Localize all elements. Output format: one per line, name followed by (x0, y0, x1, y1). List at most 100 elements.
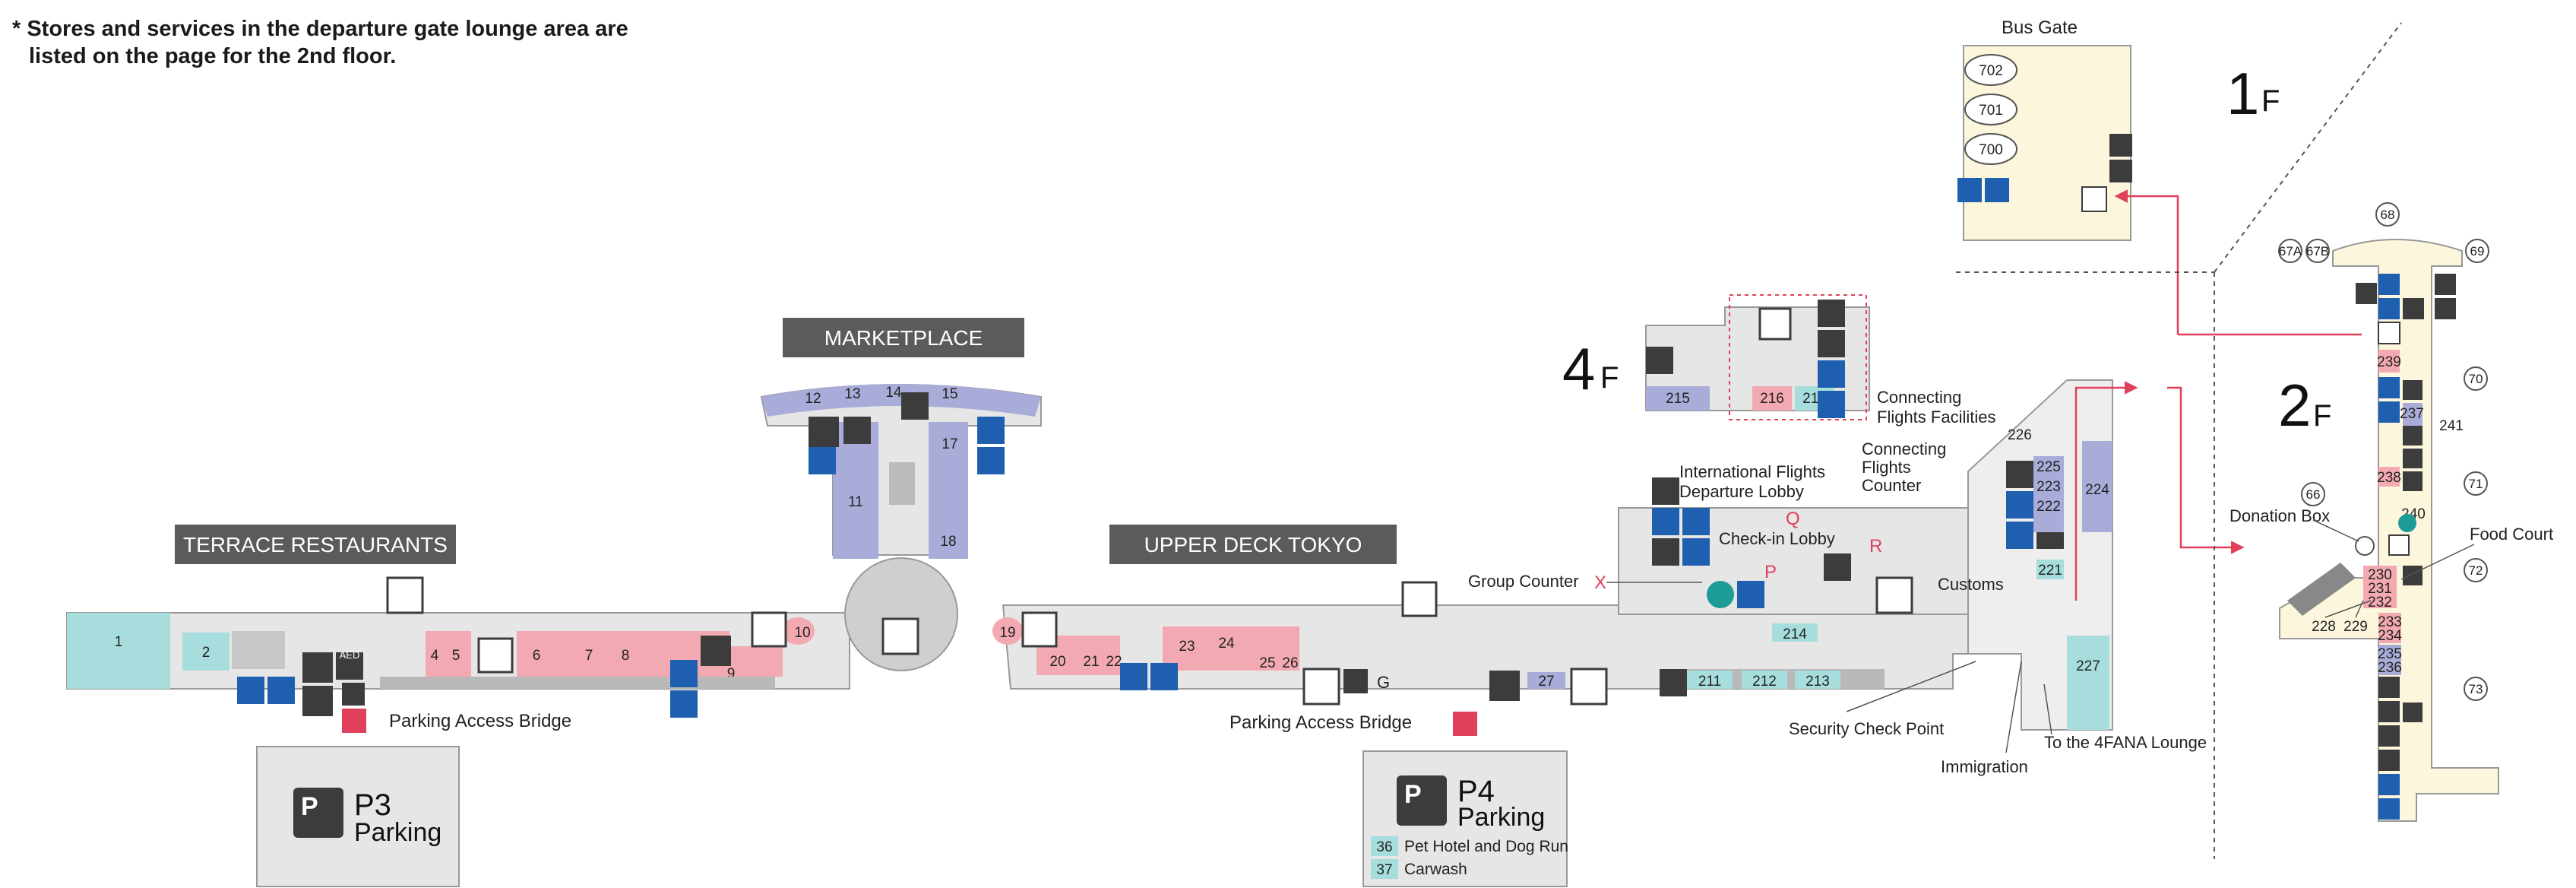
restroom-icon-market (809, 447, 836, 474)
locker-icon (1343, 669, 1368, 693)
intl-departure-label-1: International Flights (1679, 462, 1825, 481)
restroom-icon-lobby-2 (1682, 508, 1710, 535)
p3-word: Parking (354, 818, 441, 847)
shop-10-block (781, 617, 815, 645)
service-37-num: 37 (1376, 862, 1392, 878)
shop-13: 13 (844, 386, 860, 402)
wheelchair-icon-3 (1120, 663, 1147, 690)
intl-departure-label-2: Departure Lobby (1679, 482, 1804, 501)
mark-q: Q (1786, 509, 1800, 529)
aed-icon-1f (2109, 134, 2132, 157)
shop-27-block (1527, 672, 1565, 689)
shop-10: 10 (794, 625, 810, 641)
shop-226: 226 (2008, 427, 2032, 443)
restroom-icon-2f (2378, 274, 2400, 295)
shop-1: 1 (115, 634, 123, 650)
gate-701: 701 (1979, 103, 2003, 119)
shop-1-block (67, 613, 170, 689)
mark-r: R (1869, 536, 1882, 557)
gate-72-badge (2464, 558, 2488, 582)
aed-icon-2f-2 (2403, 566, 2423, 585)
shop-223: 223 (2036, 479, 2061, 495)
gate-700: 700 (1979, 142, 2003, 158)
hall-stores: 225 223 222 221 226 224 227 (2008, 381, 2245, 730)
shop-23: 23 (1179, 639, 1195, 655)
connection-arrow-2 (2167, 386, 2245, 554)
shop-22: 22 (1106, 654, 1122, 670)
gate-71: 71 (2469, 477, 2483, 491)
elevator-icon-9 (1875, 576, 1913, 614)
fana-leader (2043, 683, 2052, 735)
gate-69: 69 (2470, 244, 2485, 258)
escalator-marketplace (889, 462, 915, 505)
shop-25: 25 (1259, 655, 1275, 671)
wheelchair-icon-lobby-2 (1737, 581, 1764, 608)
shop-4: 4 (431, 648, 439, 664)
gate-68-badge (2375, 202, 2400, 227)
info-icon-connect (2006, 461, 2033, 488)
restroom-icon-4f (1818, 360, 1845, 388)
shop-215-block (1646, 386, 1710, 411)
shops-23-26-block (1163, 626, 1299, 671)
p3-parking-icon (293, 788, 343, 838)
floor-1-number: 1 (2226, 60, 2259, 127)
elevator-icon-6 (1302, 668, 1340, 706)
shop-19: 19 (999, 625, 1015, 641)
p4-parking: Parking Access Bridge P P4 Parking 36 Pe… (1229, 712, 1568, 887)
shop-9: 9 (727, 666, 736, 682)
wheelchair-icon-4f (1818, 391, 1845, 418)
shop-24: 24 (1218, 636, 1235, 652)
smoking-icon-2f (2403, 380, 2423, 400)
floor-2-number: 2 (2278, 372, 2311, 439)
shop-238: 238 (2377, 470, 2401, 486)
shop-17: 17 (941, 436, 957, 452)
donation-box-icon (2355, 536, 2375, 556)
restroom-icon (237, 677, 264, 704)
gate-67a: 67A (2279, 244, 2302, 258)
restroom-icon-connect (2006, 522, 2033, 549)
phone-icon-market (843, 417, 871, 444)
info-circle-icon-2f (2398, 514, 2416, 532)
dividers (1956, 22, 2402, 859)
shop-229: 229 (2343, 619, 2368, 635)
shop-228-leader (2324, 600, 2372, 618)
gate-67b-badge (2305, 239, 2330, 263)
shop-21: 21 (1083, 654, 1099, 670)
info-circle-icon (1707, 581, 1734, 608)
shop-215: 215 (1666, 391, 1690, 407)
shop-225: 225 (2036, 459, 2061, 475)
customs-label: Customs (1938, 575, 2004, 594)
elevator-icon-2f (2378, 322, 2400, 344)
phone-icon-2f-4 (2378, 701, 2400, 722)
marketplace-header: MARKETPLACE (824, 326, 983, 350)
info-icon-lobby (1652, 477, 1679, 505)
connection-arrow-1 (2074, 381, 2138, 601)
service-37-label: Carwash (1404, 861, 1467, 878)
restroom-icon-2f-3 (2378, 798, 2400, 820)
shop-221: 221 (2038, 563, 2062, 579)
aed-icon-2f (2403, 426, 2423, 446)
elevator-icon-8 (1570, 668, 1608, 706)
nursing-icon-1f (2109, 160, 2132, 182)
parking-bridge-label-p3: Parking Access Bridge (389, 711, 571, 731)
shop-4-block (426, 631, 471, 677)
shop-228: 228 (2312, 619, 2336, 635)
elevator-icon-5 (1021, 611, 1058, 648)
parking-bridge-label-p4: Parking Access Bridge (1229, 712, 1412, 733)
shop-238-block (2378, 467, 2400, 487)
shop-221-block (2036, 560, 2064, 579)
wheelchair-icon (267, 677, 295, 704)
floor-2-unit: F (2313, 399, 2331, 433)
info-icon-market (809, 417, 839, 447)
shop-216: 216 (1760, 391, 1784, 407)
shops-222-225-block (2033, 456, 2064, 532)
connecting-facilities-label-1: Connecting (1877, 388, 1961, 407)
shop-227: 227 (2076, 658, 2100, 674)
shop-11: 11 (848, 494, 863, 510)
lobby-labels: International Flights Departure Lobby Ch… (1468, 388, 2207, 776)
wheelchair-icon-2f-2 (2378, 401, 2400, 423)
upper-deck-header: UPPER DECK TOKYO (1144, 533, 1362, 557)
bus-gate-arrow (2114, 189, 2179, 335)
shop-6: 6 (533, 648, 541, 664)
